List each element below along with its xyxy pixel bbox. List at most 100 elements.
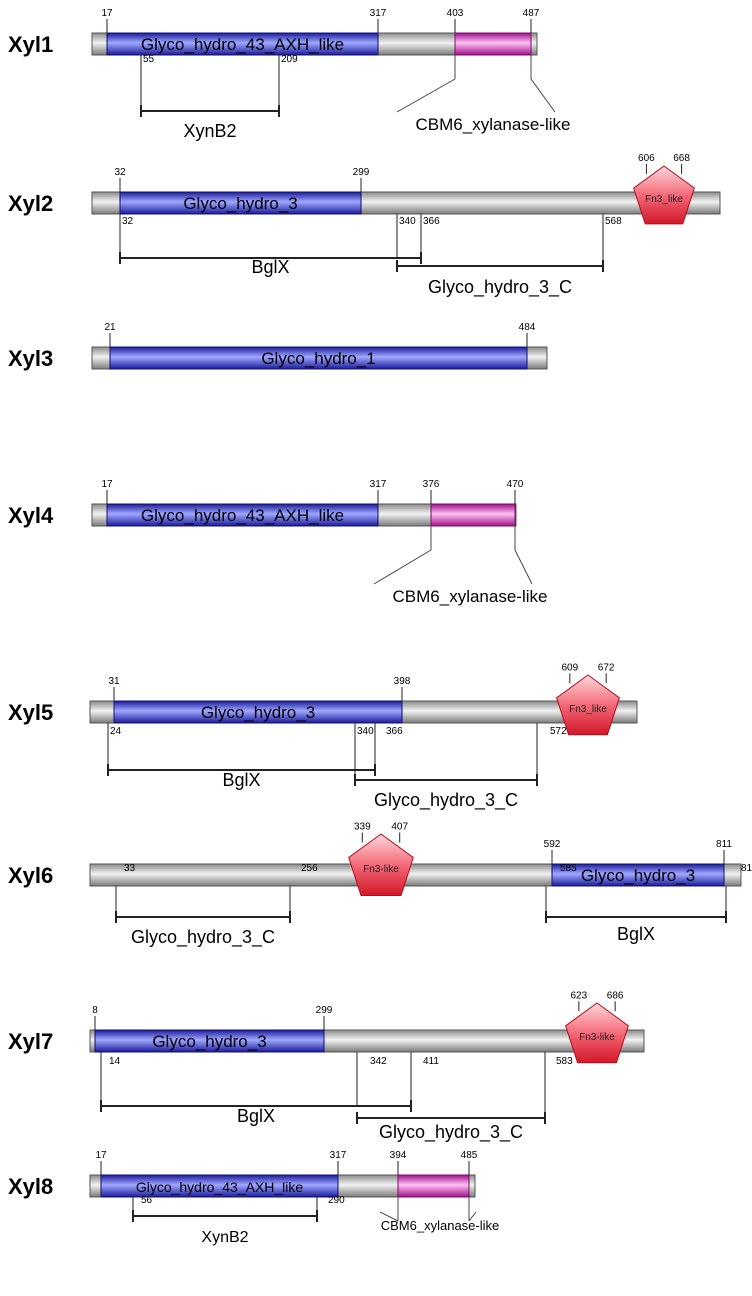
position-number: 411 (423, 1056, 439, 1067)
domain-block (119, 191, 362, 215)
bracket-label: BglX (251, 257, 289, 277)
bracket-label: BglX (237, 1106, 275, 1126)
position-number: 32 (114, 167, 126, 178)
protein-name: Xyl5 (8, 700, 53, 725)
position-number: 17 (95, 1150, 107, 1161)
position-number: 572 (550, 726, 567, 737)
fn3-label: Fn3_like (645, 194, 683, 205)
position-number: 14 (109, 1056, 121, 1067)
position-number: 668 (673, 153, 690, 164)
callout-label: CBM6_xylanase-like (393, 587, 548, 606)
position-number: 24 (110, 726, 122, 737)
protein-name: Xyl4 (8, 503, 54, 528)
position-number: 403 (447, 8, 464, 19)
position-number: 485 (461, 1150, 478, 1161)
position-number: 814 (741, 863, 752, 874)
cbm6-callout: CBM6_xylanase-like (379, 1197, 500, 1233)
position-number: 290 (328, 1195, 345, 1206)
fn3-label: Fn3-like (363, 864, 399, 875)
position-number: 398 (394, 676, 411, 687)
fn3-pentagon (633, 165, 695, 225)
position-number: 623 (571, 990, 588, 1001)
position-number: 17 (101, 8, 113, 19)
position-number: 21 (104, 322, 116, 333)
domain-label: Glyco_hydro_3 (183, 194, 297, 213)
domain-label: Glyco_hydro_43_AXH_like (141, 35, 344, 54)
position-number: 376 (423, 479, 440, 490)
position-number: 484 (519, 322, 536, 333)
protein-name: Xyl3 (8, 346, 53, 371)
position-number: 31 (108, 676, 120, 687)
position-number: 256 (301, 863, 318, 874)
feature-bracket: 585 814BglX (545, 863, 752, 944)
domain-block (106, 503, 379, 527)
cbm6-domain (454, 32, 532, 56)
fn3-pentagon (565, 1002, 629, 1064)
protein-name: Xyl2 (8, 191, 53, 216)
bracket-label: XynB2 (183, 121, 236, 141)
position-number: 33 (124, 863, 136, 874)
bracket-label: XynB2 (201, 1229, 248, 1246)
position-number: 672 (598, 662, 615, 673)
domain-block (100, 1174, 339, 1198)
protein-name: Xyl6 (8, 863, 53, 888)
cbm6-domain (430, 503, 516, 527)
callout-leader (396, 78, 456, 113)
position-number: 609 (562, 662, 579, 673)
protein-name: Xyl1 (8, 32, 53, 57)
domain-block (551, 863, 725, 887)
position-number: 342 (370, 1056, 387, 1067)
position-number: 811 (716, 839, 732, 850)
position-number: 487 (523, 8, 540, 19)
cbm6-callout: CBM6_xylanase-like (373, 526, 548, 606)
bracket-label: Glyco_hydro_3_C (428, 277, 572, 298)
position-number: 585 (560, 863, 577, 874)
position-number: 592 (544, 839, 561, 850)
callout-leader (468, 1211, 477, 1222)
bracket-label: Glyco_hydro_3_C (374, 790, 518, 811)
domain-label: Glyco_hydro_3 (201, 703, 315, 722)
position-number: 340 (399, 216, 416, 227)
position-number: 339 (354, 822, 371, 833)
position-number: 470 (507, 479, 524, 490)
fn3-label: Fn3-like (579, 1032, 615, 1043)
position-number: 317 (370, 8, 387, 19)
domain-block (113, 700, 403, 724)
callout-leader (373, 549, 432, 585)
domain-block (109, 346, 528, 370)
position-number: 583 (556, 1056, 573, 1067)
position-number: 340 (357, 726, 374, 737)
position-number: 366 (423, 216, 440, 227)
position-number: 55 (143, 54, 155, 65)
position-number: 686 (607, 990, 624, 1001)
cbm6-callout: CBM6_xylanase-like (396, 55, 570, 134)
cbm6-domain (397, 1174, 470, 1198)
bracket-label: BglX (222, 770, 260, 790)
position-number: 8 (92, 1005, 98, 1016)
bracket-label: BglX (617, 924, 655, 944)
domain-label: Glyco_hydro_43_AXH_like (136, 1179, 304, 1195)
domain-label: Glyco_hydro_3 (152, 1032, 266, 1051)
callout-label: CBM6_xylanase-like (381, 1218, 500, 1233)
domain-label: Glyco_hydro_3 (581, 866, 695, 885)
position-number: 209 (281, 54, 298, 65)
position-number: 366 (386, 726, 403, 737)
domain-label: Glyco_hydro_43_AXH_like (141, 506, 344, 525)
position-number: 317 (330, 1150, 347, 1161)
protein-name: Xyl7 (8, 1029, 53, 1054)
fn3-pentagon (348, 833, 414, 896)
position-number: 17 (101, 479, 113, 490)
